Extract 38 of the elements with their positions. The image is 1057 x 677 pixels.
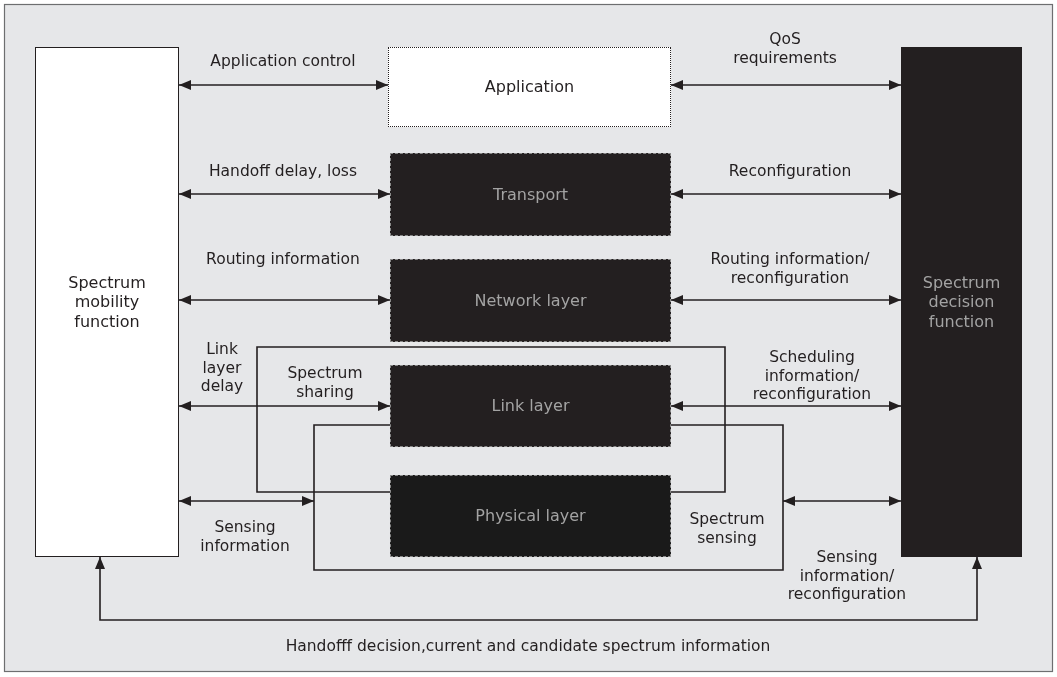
node-label: Physical layer: [474, 506, 587, 526]
layer-box: [390, 153, 671, 236]
arrow: [178, 401, 391, 411]
node-label: Transport: [491, 184, 570, 205]
function-box: [35, 47, 179, 557]
arrow: [178, 189, 391, 199]
edge-label: Sensing information/ reconfiguration: [786, 548, 908, 604]
edge-label: Sensing information: [199, 518, 291, 556]
arrow: [178, 80, 389, 90]
arrow: [95, 556, 982, 621]
edge-label: Reconfiguration: [727, 162, 853, 181]
node-label: Application: [483, 77, 576, 97]
arrow: [178, 295, 391, 305]
layer-box: [388, 47, 671, 127]
arrow: [670, 295, 902, 305]
edge-label: Application control: [209, 52, 357, 71]
edge-label: Handoff delay, loss: [207, 162, 359, 181]
node-label: Spectrum decision function: [921, 273, 1002, 331]
edge-label: Routing information/ reconfiguration: [709, 250, 871, 288]
node-label: Link layer: [490, 396, 571, 416]
arrow: [178, 496, 315, 506]
layer-box: [390, 365, 671, 447]
loop-label: Spectrum sensing: [688, 510, 766, 548]
arrow: [670, 401, 902, 411]
layer-box: [390, 259, 671, 342]
arrow: [670, 80, 902, 90]
edge-label: Scheduling information/ reconfiguration: [751, 348, 873, 404]
arrow: [782, 496, 902, 506]
edge-label: Handofff decision,current and candidate spectrum information: [284, 637, 772, 656]
node-label: Spectrum mobility function: [67, 273, 147, 331]
layer-box: [390, 475, 671, 557]
loop-label: Spectrum sharing: [286, 364, 364, 402]
arrow: [670, 189, 902, 199]
node-label: Network layer: [473, 290, 588, 311]
function-box: [901, 47, 1022, 557]
edge-label: Link layer delay: [199, 340, 245, 396]
edge-label: Routing information: [205, 250, 361, 269]
edge-label: QoS requirements: [732, 30, 838, 68]
